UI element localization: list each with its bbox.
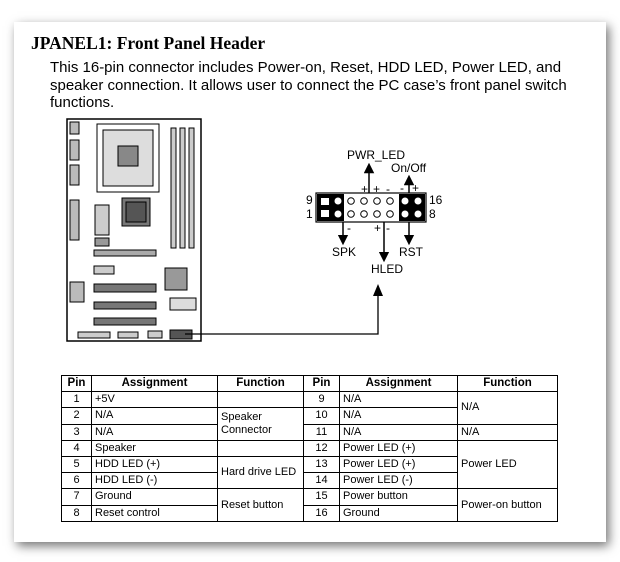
pin-function: Speaker Connector [217, 407, 304, 441]
column-header: Function [457, 374, 558, 393]
table-header-row: Pin Assignment Function Pin Assignment F… [61, 374, 558, 393]
section-title: JPANEL1: Front Panel Header [31, 33, 266, 53]
pin-number: 13 [303, 455, 340, 474]
pin-assignment: N/A [339, 391, 458, 409]
pin-number: 5 [61, 455, 92, 474]
pin-label-8: 8 [429, 207, 436, 221]
pin-assignment: HDD LED (+) [91, 455, 218, 474]
pin-function [217, 439, 304, 457]
pin-number: 14 [303, 472, 340, 490]
pin-label-16: 16 [429, 193, 443, 207]
pin-assignment: N/A [91, 423, 218, 441]
motherboard-layout [66, 118, 202, 342]
pin-function: Hard drive LED [217, 455, 304, 490]
polarity-plus: + [373, 182, 380, 196]
pin-number: 12 [303, 439, 340, 457]
column-header: Pin [303, 374, 340, 393]
connector-leader-line [185, 284, 383, 335]
pin-function: Power LED [457, 439, 558, 490]
column-header: Assignment [91, 374, 218, 393]
table-row: 1 +5V 9 N/A N/A [61, 391, 558, 425]
polarity-plus: + [412, 181, 419, 195]
polarity-minus: - [400, 181, 404, 195]
column-header: Pin [61, 374, 92, 393]
table-row: 8 Reset control 16 Ground [61, 504, 558, 522]
pin-assignment: Ground [91, 488, 218, 506]
pin-function [217, 391, 304, 409]
polarity-plus: + [361, 182, 368, 196]
pin-assignment: Speaker [91, 439, 218, 457]
pin-number: 1 [61, 391, 92, 409]
column-header: Assignment [339, 374, 458, 393]
pin-function: Power-on button [457, 488, 558, 522]
pin-label-1: 1 [306, 207, 313, 221]
polarity-plus: + [374, 221, 381, 235]
pin-assignment: Ground [339, 504, 458, 522]
pin-number: 16 [303, 504, 340, 522]
table-row: 3 N/A 11 N/A N/A [61, 423, 558, 441]
pin-number: 2 [61, 407, 92, 425]
pin-number: 15 [303, 488, 340, 506]
pin-assignment: +5V [91, 391, 218, 409]
pin-number: 3 [61, 423, 92, 441]
rst-label: RST [399, 245, 424, 259]
pin-assignment: Power LED (+) [339, 439, 458, 457]
pin-assignment: Power LED (+) [339, 455, 458, 474]
pin-number: 11 [303, 423, 340, 441]
pin-number: 9 [303, 391, 340, 409]
pin-function: N/A [457, 423, 558, 441]
pin-assignment: N/A [91, 407, 218, 425]
pin-label-9: 9 [306, 193, 313, 207]
pin-function: N/A [457, 391, 558, 425]
polarity-minus: - [386, 182, 390, 196]
pin-assignment: Power button [339, 488, 458, 506]
hled-label: HLED [371, 262, 403, 276]
table-row: 6 HDD LED (-) 14 Power LED (-) [61, 472, 558, 490]
pin-number: 4 [61, 439, 92, 457]
pin-assignment-table: Pin Assignment Function Pin Assignment F… [61, 374, 558, 522]
pin-assignment: Reset control [91, 504, 218, 522]
column-header: Function [217, 374, 304, 393]
pin-number: 10 [303, 407, 340, 425]
spk-label: SPK [332, 245, 356, 259]
table-row: 7 Ground Reset button 15 Power button Po… [61, 488, 558, 522]
polarity-minus: - [347, 221, 351, 235]
pin-assignment: N/A [339, 423, 458, 441]
polarity-minus: - [386, 221, 390, 235]
pin-header [315, 192, 427, 223]
pwr-led-label: PWR_LED [347, 148, 405, 162]
pin-assignment: N/A [339, 407, 458, 425]
pin-number: 6 [61, 472, 92, 490]
table-row: 4 Speaker 12 Power LED (+) Power LED [61, 439, 558, 490]
pin-number: 7 [61, 488, 92, 506]
pin-assignment: Power LED (-) [339, 472, 458, 490]
section-description: This 16-pin connector includes Power-on,… [50, 59, 567, 111]
pin-function: Reset button [217, 488, 304, 522]
pin-number: 8 [61, 504, 92, 522]
on-off-label: On/Off [391, 161, 427, 175]
pin-assignment: HDD LED (-) [91, 472, 218, 490]
